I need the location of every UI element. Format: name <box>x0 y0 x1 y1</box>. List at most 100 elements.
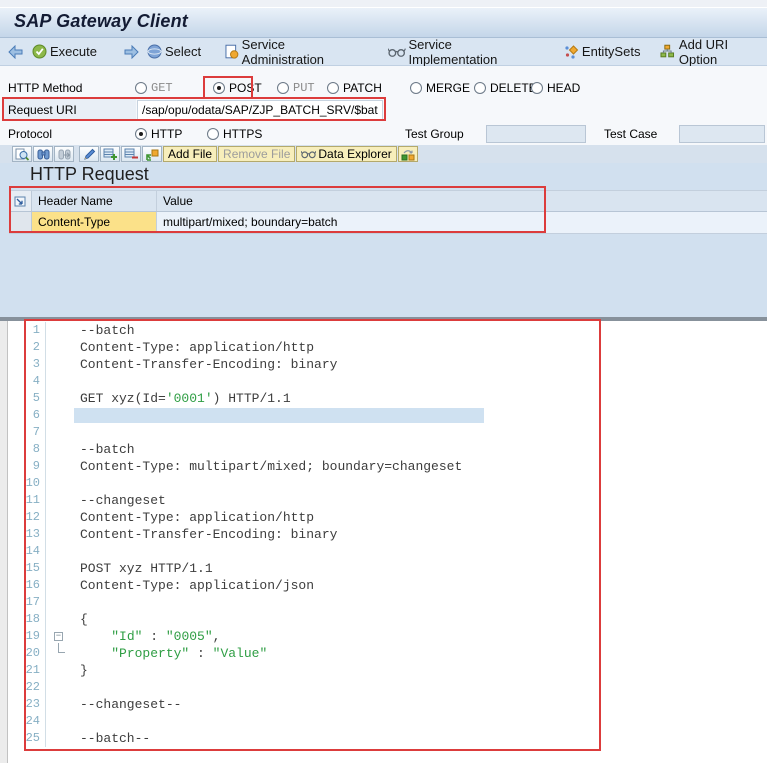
code-text[interactable]: POST xyz HTTP/1.1 <box>74 560 213 577</box>
header-value-cell[interactable]: multipart/mixed; boundary=batch <box>157 212 767 233</box>
forward-button[interactable] <box>123 44 139 59</box>
service-administration-label: Service Administration <box>241 36 325 67</box>
code-text[interactable]: "Id" : "0005", <box>74 628 220 645</box>
protocol-radio-http[interactable]: HTTP <box>135 123 182 145</box>
code-text[interactable]: } <box>74 662 88 679</box>
editor-line: 4 <box>8 373 767 390</box>
entitysets-button[interactable]: EntitySets <box>564 44 640 59</box>
fold-column: − <box>46 628 74 645</box>
code-text[interactable]: Content-Type: application/http <box>74 509 314 526</box>
test-case-input[interactable] <box>679 125 765 143</box>
code-token: Content-Type: application/http <box>80 510 315 525</box>
code-text[interactable] <box>74 594 80 611</box>
protocol-radio-label-https: HTTPS <box>223 127 263 141</box>
code-token: , <box>212 629 221 644</box>
http-method-radio-get[interactable]: GET <box>135 77 173 99</box>
execute-button[interactable]: Execute <box>32 44 97 59</box>
http-method-radio-patch[interactable]: PATCH <box>327 77 382 99</box>
data-explorer-button[interactable]: Data Explorer <box>296 146 397 162</box>
request-uri-input[interactable] <box>137 100 383 120</box>
line-number: 23 <box>8 696 46 713</box>
find-button[interactable] <box>33 146 53 162</box>
fold-column <box>46 458 74 475</box>
editor-line: 25--batch-- <box>8 730 767 747</box>
data-explorer-label: Data Explorer <box>318 147 392 161</box>
http-method-radio-merge[interactable]: MERGE <box>410 77 470 99</box>
code-token: { <box>80 612 88 627</box>
code-text[interactable]: --batch <box>74 322 135 339</box>
transfer-button[interactable] <box>397 146 418 162</box>
fold-column <box>46 322 74 339</box>
string-token: "Id" <box>111 629 143 644</box>
code-token: Content-Type: multipart/mixed; boundary=… <box>80 459 463 474</box>
fold-collapse-icon[interactable]: − <box>54 631 63 641</box>
line-number: 19 <box>8 628 46 645</box>
code-text[interactable] <box>74 408 484 423</box>
line-number: 17 <box>8 594 46 611</box>
service-administration-button[interactable]: Service Administration <box>225 37 366 67</box>
code-text[interactable] <box>74 679 80 696</box>
table-select-all-button[interactable] <box>9 191 32 211</box>
fold-column <box>46 492 74 509</box>
data-explorer-glasses-icon <box>301 150 317 159</box>
protocol-radio-https[interactable]: HTTPS <box>207 123 262 145</box>
service-administration-icon <box>225 44 239 59</box>
code-text[interactable]: Content-Type: multipart/mixed; boundary=… <box>74 458 462 475</box>
code-text[interactable]: GET xyz(Id='0001') HTTP/1.1 <box>74 390 291 407</box>
code-text[interactable]: Content-Type: application/http <box>74 339 314 356</box>
code-text[interactable]: Content-Transfer-Encoding: binary <box>74 356 337 373</box>
line-number: 8 <box>8 441 46 458</box>
remove-file-button: Remove File <box>218 146 296 162</box>
delete-row-button[interactable] <box>121 146 141 162</box>
code-token: --batch <box>80 442 135 457</box>
back-button[interactable] <box>8 44 24 59</box>
execute-icon <box>32 44 47 59</box>
upload-button[interactable] <box>142 146 162 162</box>
code-text[interactable]: Content-Type: application/json <box>74 577 314 594</box>
add-uri-option-button[interactable]: Add URI Option <box>660 37 767 67</box>
insert-row-button[interactable] <box>100 146 120 162</box>
code-text[interactable]: --batch-- <box>74 730 150 747</box>
code-text[interactable]: "Property" : "Value" <box>74 645 267 662</box>
http-request-heading: HTTP Request <box>30 164 149 184</box>
http-method-radio-head[interactable]: HEAD <box>531 77 580 99</box>
titlebar: SAP Gateway Client <box>0 8 767 38</box>
editor-line: 8 --batch <box>8 441 767 458</box>
fold-column <box>46 526 74 543</box>
http-method-radio-delete[interactable]: DELETE <box>474 77 537 99</box>
code-text[interactable] <box>74 713 80 730</box>
code-text[interactable]: Content-Transfer-Encoding: binary <box>74 526 337 543</box>
http-method-radio-post[interactable]: POST <box>213 77 262 99</box>
code-text[interactable]: --changeset-- <box>74 696 181 713</box>
code-token: Content-Type: application/http <box>80 340 315 355</box>
code-text[interactable] <box>74 543 80 560</box>
code-text[interactable] <box>74 373 80 390</box>
find-next-button[interactable] <box>54 146 74 162</box>
code-text[interactable]: --batch <box>74 441 135 458</box>
column-header-name[interactable]: Header Name <box>32 191 157 211</box>
add-file-button[interactable]: Add File <box>163 146 218 162</box>
code-text[interactable] <box>74 424 80 441</box>
header-name-cell[interactable]: Content-Type <box>32 212 157 233</box>
code-text[interactable]: --changeset <box>74 492 166 509</box>
column-header-value[interactable]: Value <box>163 194 193 208</box>
edit-button[interactable] <box>79 146 99 162</box>
string-token: "0005" <box>165 629 213 644</box>
service-implementation-button[interactable]: Service Implementation <box>388 37 540 67</box>
add-uri-option-icon <box>660 44 675 58</box>
test-group-input[interactable] <box>486 125 586 143</box>
line-number: 14 <box>8 543 46 560</box>
select-button[interactable]: Select <box>147 44 201 59</box>
code-text[interactable] <box>74 475 80 492</box>
fold-column <box>46 543 74 560</box>
preview-button[interactable] <box>12 146 32 162</box>
fold-elbow-line <box>58 643 65 653</box>
http-method-radio-put[interactable]: PUT <box>277 77 315 99</box>
code-text[interactable]: { <box>74 611 88 628</box>
row-select-cell[interactable] <box>9 212 32 233</box>
